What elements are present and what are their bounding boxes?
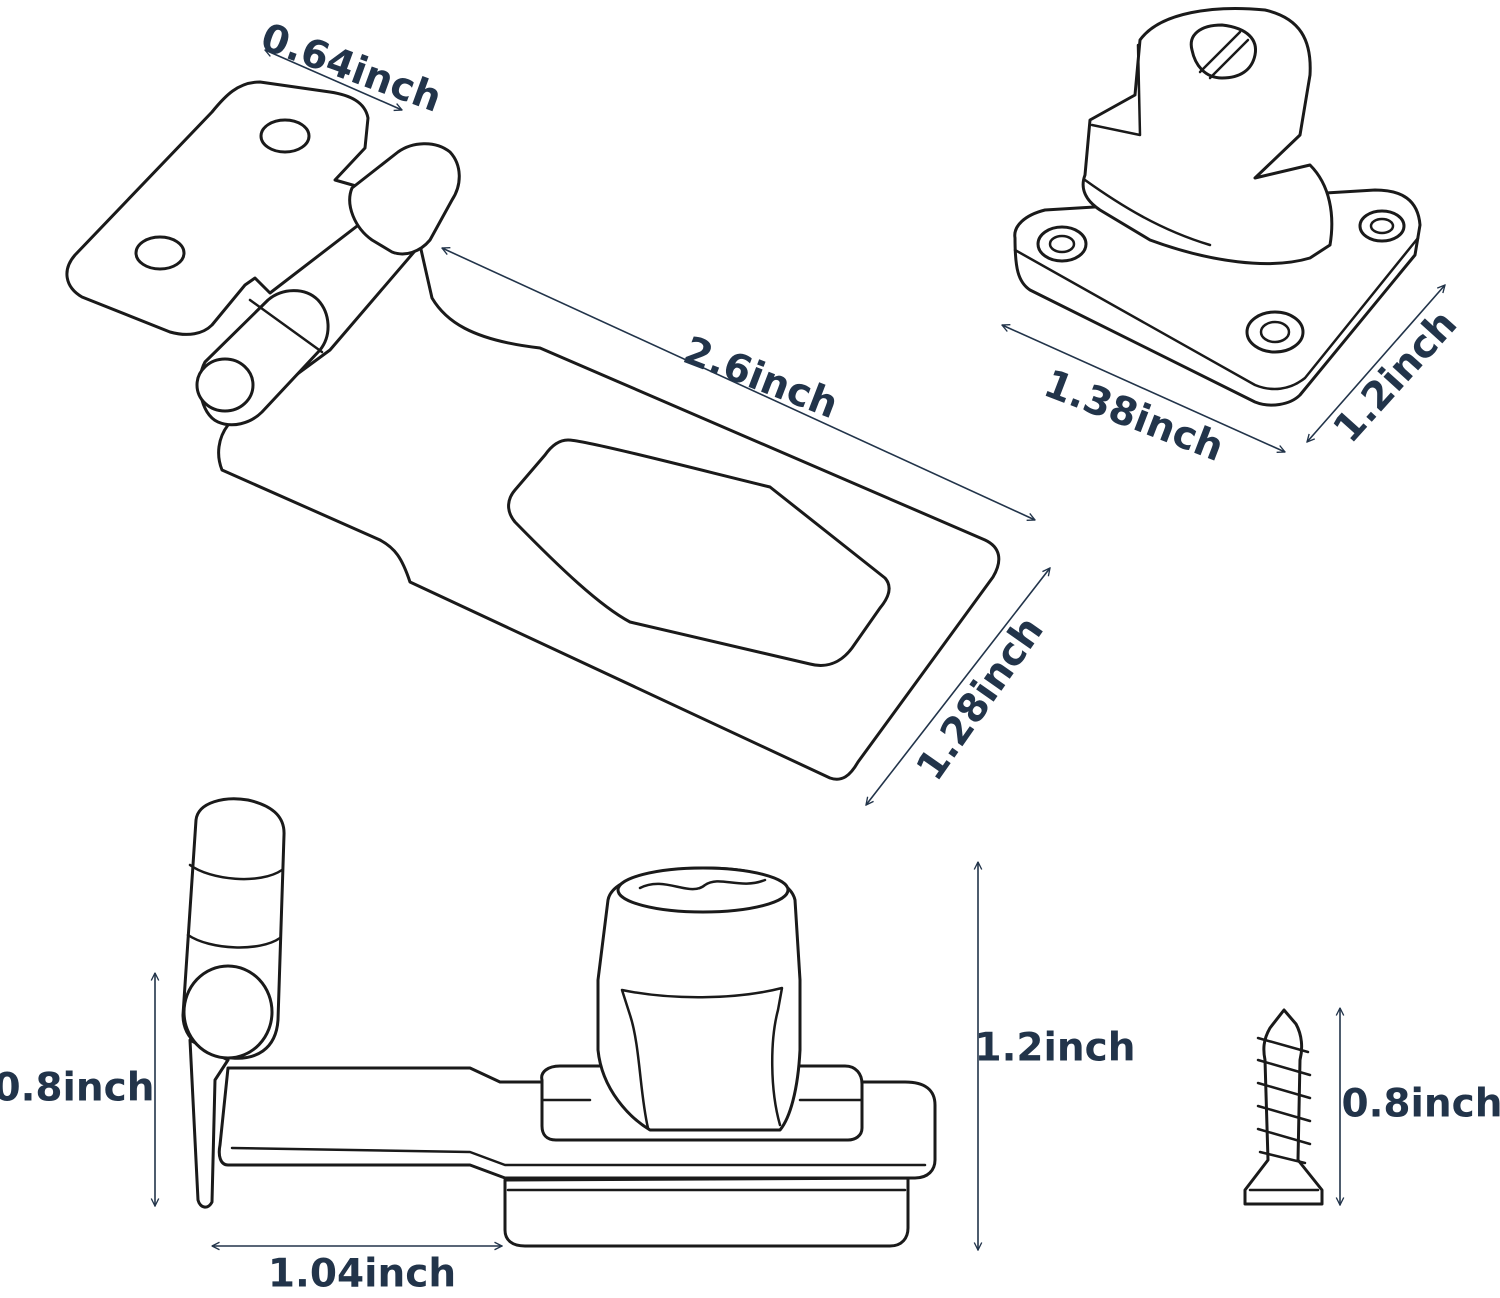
hole-right-inner	[1369, 217, 1395, 235]
side-pin-segments	[186, 863, 284, 949]
dim-line-hasp-hinge-width	[265, 50, 402, 110]
label-screw-length: 0.8inch	[1341, 1082, 1500, 1127]
lock-body	[1081, 7, 1334, 266]
hole-left-inner	[1048, 234, 1076, 254]
lock-drawing	[1013, 7, 1422, 407]
hasp-drawing	[65, 80, 1001, 781]
dim-line-hasp-width	[866, 568, 1050, 805]
dim-line-lock-base-width	[1307, 285, 1445, 442]
side-hinge-leaf	[188, 1038, 230, 1209]
screw-threads	[1256, 1036, 1312, 1165]
side-plate-bevel	[230, 1146, 927, 1167]
lock-body-collar	[1083, 178, 1212, 247]
dimension-lines	[155, 50, 1445, 1250]
side-lock-collar	[620, 986, 784, 1130]
side-lock-keyway-top	[616, 866, 790, 914]
hinge-pin-end	[195, 357, 255, 413]
screw-drawing	[1243, 1008, 1324, 1206]
dim-line-hasp-length	[442, 248, 1035, 520]
key-slot-icon	[1198, 30, 1250, 80]
label-side-offset: 1.04inch	[268, 1252, 456, 1294]
lock-base-hole-front	[1245, 310, 1305, 354]
label-lock-base-length: 1.38inch	[1038, 361, 1230, 470]
knuckle-seam	[248, 298, 324, 354]
screw-body	[1243, 1008, 1324, 1206]
lock-base-hole-left	[1036, 225, 1088, 263]
hinge-hole-lower	[134, 235, 186, 271]
side-view-drawing	[181, 797, 937, 1248]
label-side-pin-height: 0.8inch	[0, 1066, 155, 1111]
dim-line-lock-base-length	[1002, 325, 1285, 452]
side-hinge-pin-end	[182, 964, 274, 1060]
lock-base-hole-right	[1358, 209, 1406, 243]
hinge-knuckle-upper	[348, 142, 461, 256]
hinge-hole-upper	[259, 118, 311, 154]
label-side-total-height: 1.2inch	[974, 1026, 1135, 1071]
side-key-slot	[638, 878, 767, 891]
lock-body-ridge	[1090, 43, 1142, 137]
side-hasp-bottom-plate	[503, 1176, 910, 1248]
label-hasp-length: 2.6inch	[677, 328, 844, 428]
